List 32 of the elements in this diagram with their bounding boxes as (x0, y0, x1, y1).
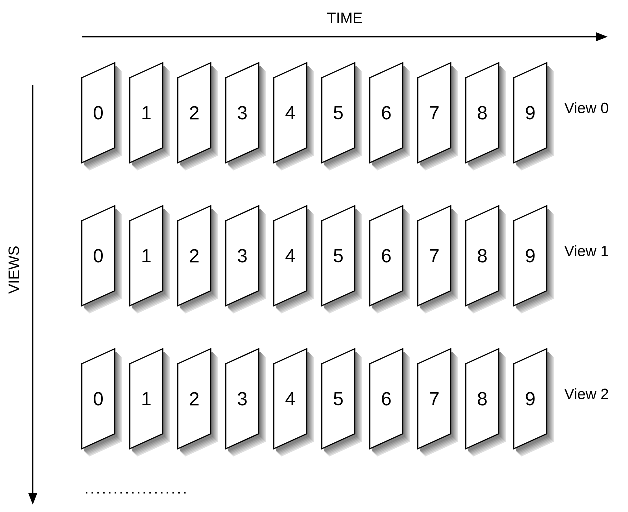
frame: 9 (513, 62, 554, 171)
frame: 4 (273, 62, 314, 171)
frame: 8 (465, 205, 506, 314)
frame: 6 (369, 62, 410, 171)
frame: 3 (225, 348, 266, 457)
frame: 4 (273, 205, 314, 314)
frame: 5 (321, 348, 362, 457)
frame: 7 (417, 348, 458, 457)
frame: 3 (225, 62, 266, 171)
frame: 2 (177, 205, 218, 314)
frame: 3 (225, 205, 266, 314)
frame: 6 (369, 205, 410, 314)
frame: 2 (177, 348, 218, 457)
frame: 7 (417, 205, 458, 314)
frame: 4 (273, 348, 314, 457)
frame: 8 (465, 348, 506, 457)
frame: 5 (321, 205, 362, 314)
frame: 1 (129, 205, 170, 314)
frame: 9 (513, 348, 554, 457)
frame: 1 (129, 62, 170, 171)
frame: 9 (513, 205, 554, 314)
frame: 0 (81, 348, 122, 457)
frame: 7 (417, 62, 458, 171)
frame: 2 (177, 62, 218, 171)
axis-label: TIME (327, 12, 362, 24)
frame: 1 (129, 348, 170, 457)
frame: 0 (81, 62, 122, 171)
frame: 8 (465, 62, 506, 171)
axis-label: VIEWS (8, 246, 20, 294)
frame: 5 (321, 62, 362, 171)
frame: 6 (369, 348, 410, 457)
frame: 0 (81, 205, 122, 314)
